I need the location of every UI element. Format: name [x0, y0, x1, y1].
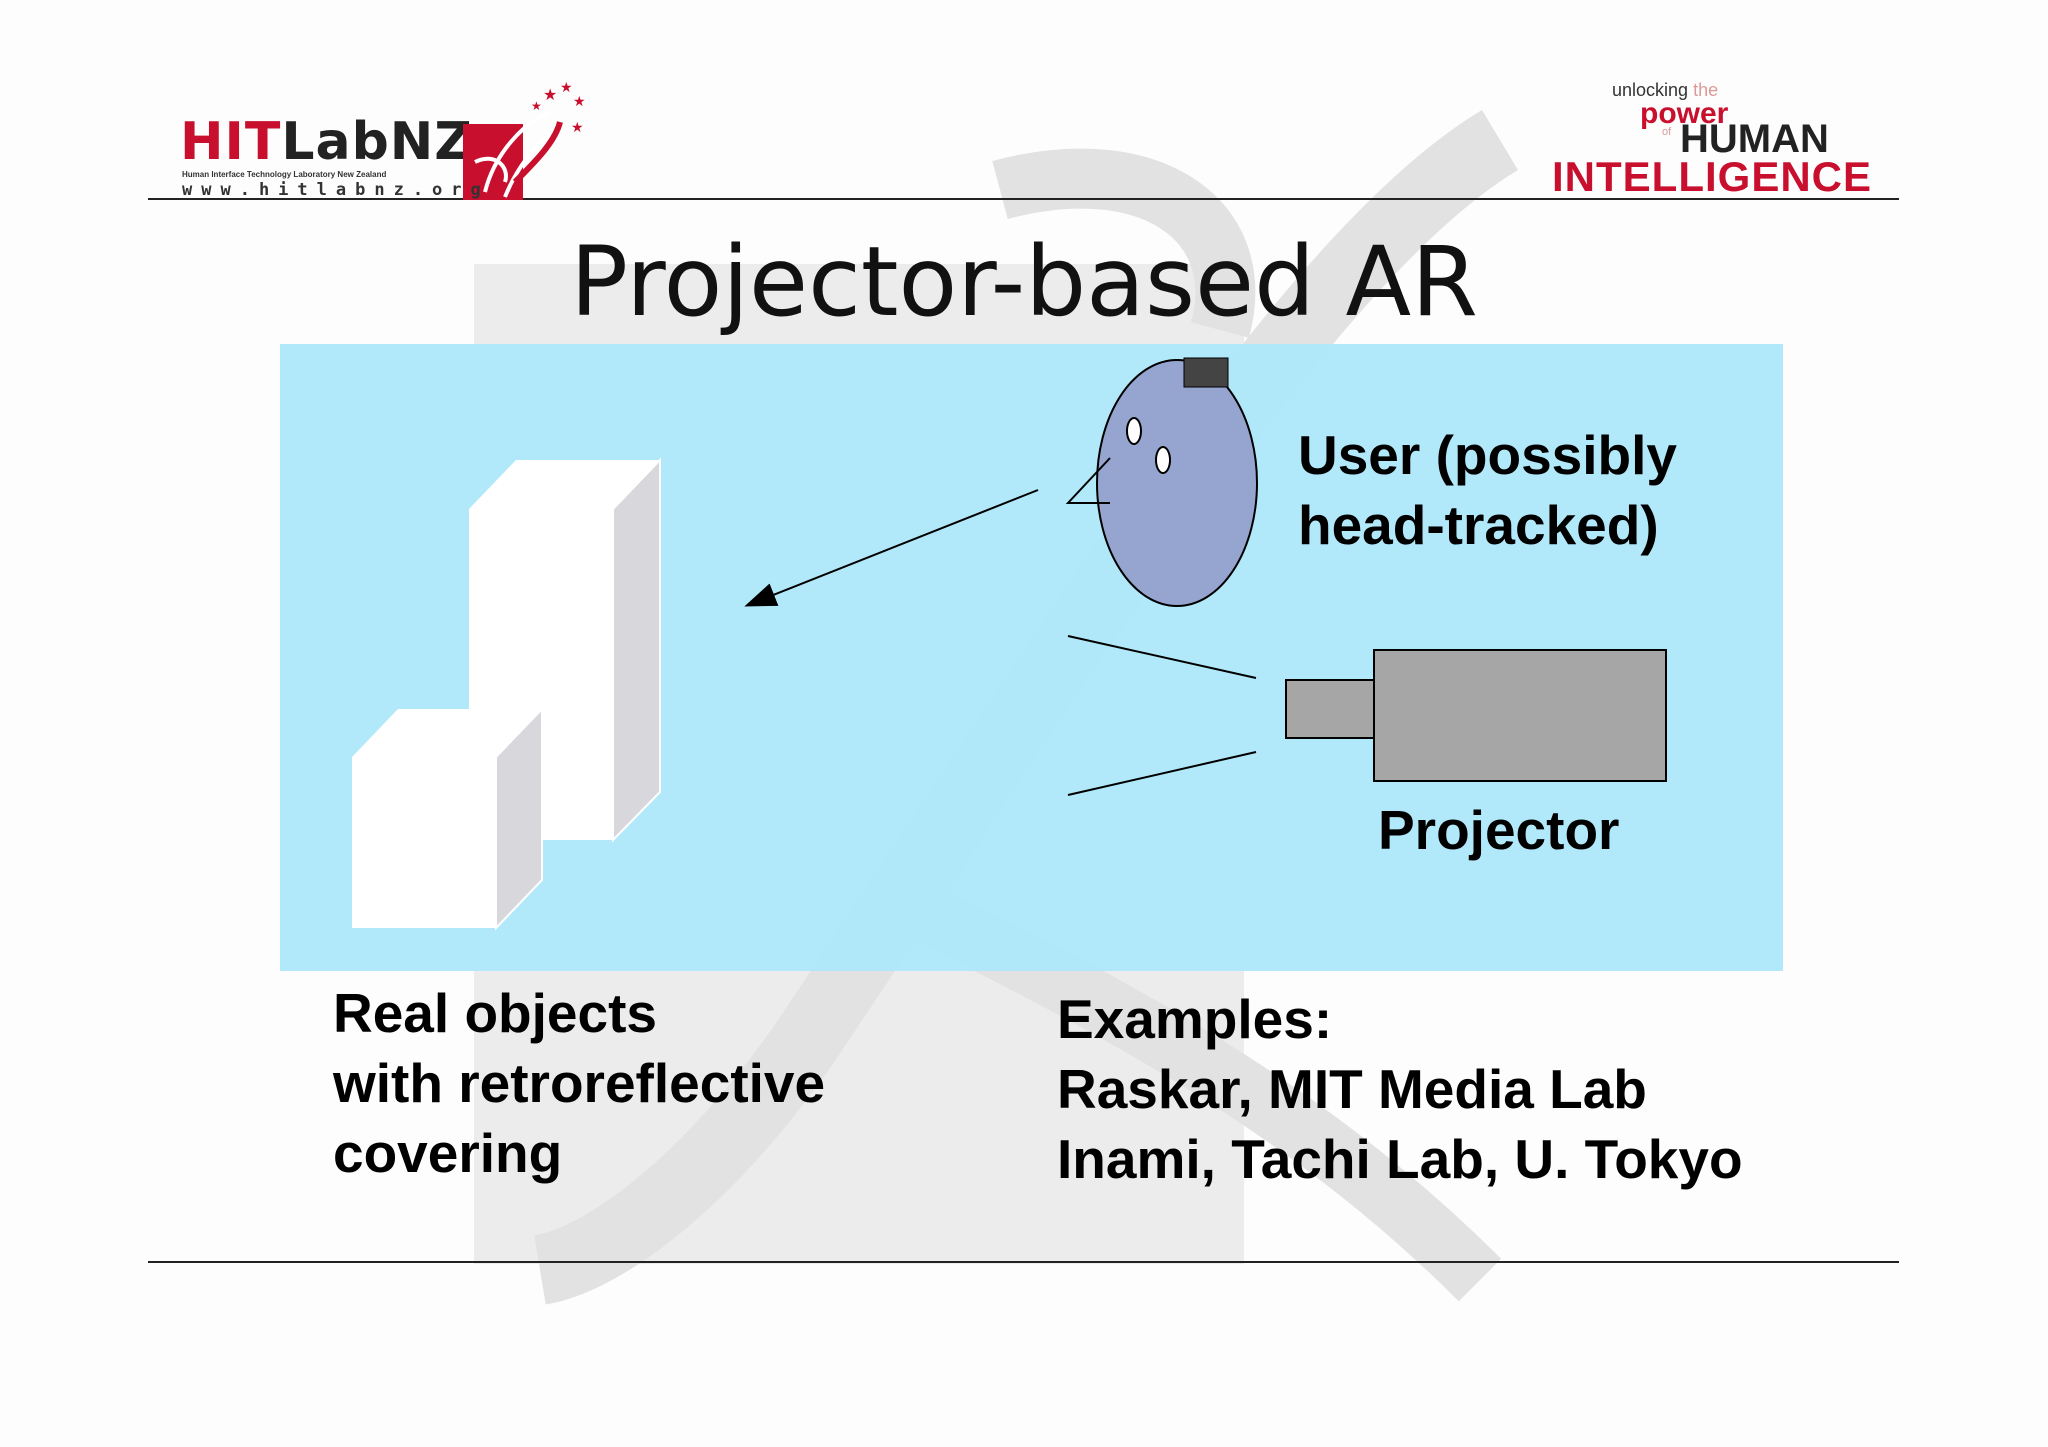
- objects-caption-line-1: Real objects: [333, 982, 658, 1044]
- tagline-human: HUMAN: [1680, 117, 1829, 161]
- tagline-the: the: [1693, 80, 1719, 100]
- examples-caption: Examples: Raskar, MIT Media Lab Inami, T…: [1057, 984, 1743, 1194]
- projection-beam-upper: [1067, 635, 1257, 679]
- short-box-shape: [352, 706, 543, 931]
- header-divider: [148, 198, 1899, 200]
- hitlab-logo-text: HITLabNZ: [180, 112, 473, 172]
- projector-label: Projector: [1378, 799, 1620, 861]
- logo-url: www.hitlabnz.org: [182, 180, 490, 200]
- user-label-line-2: head-tracked): [1298, 494, 1659, 556]
- logo-brand-red: HIT: [180, 112, 282, 172]
- tagline-power: power: [1640, 97, 1729, 130]
- gaze-arrow: [744, 489, 1039, 607]
- hitlab-logo-mark-icon: ★ ★ ★ ★ ★: [463, 82, 586, 200]
- svg-text:★: ★: [560, 82, 573, 95]
- example-item-inami: Inami, Tachi Lab, U. Tokyo: [1057, 1128, 1743, 1190]
- tagline-of: of: [1662, 126, 1672, 138]
- svg-text:★: ★: [531, 99, 542, 113]
- objects-caption-line-3: covering: [333, 1122, 563, 1184]
- page-title: Projector-based AR: [570, 226, 1478, 338]
- user-label-line-1: User (possibly: [1298, 424, 1678, 486]
- projection-beam-lower: [1067, 751, 1257, 796]
- footer-divider: [148, 1261, 1899, 1263]
- svg-text:★: ★: [573, 93, 586, 109]
- tagline-intelligence: INTELLIGENCE: [1552, 153, 1873, 200]
- tagline-unlocking-word: unlocking: [1612, 80, 1689, 100]
- projector-icon: [1285, 649, 1667, 782]
- objects-caption: Real objects with retroreflective coveri…: [333, 978, 825, 1188]
- svg-text:★: ★: [571, 119, 584, 135]
- svg-text:★: ★: [543, 87, 557, 104]
- user-label: User (possibly head-tracked): [1298, 420, 1677, 560]
- examples-heading: Examples:: [1057, 988, 1333, 1050]
- tagline-unlocking: unlocking the: [1612, 80, 1718, 101]
- user-head-icon: [1065, 357, 1258, 607]
- logo-subtitle: Human Interface Technology Laboratory Ne…: [182, 170, 387, 179]
- objects-caption-line-2: with retroreflective: [333, 1052, 826, 1114]
- example-item-raskar: Raskar, MIT Media Lab: [1057, 1058, 1647, 1120]
- logo-brand-dark: LabNZ: [281, 112, 474, 172]
